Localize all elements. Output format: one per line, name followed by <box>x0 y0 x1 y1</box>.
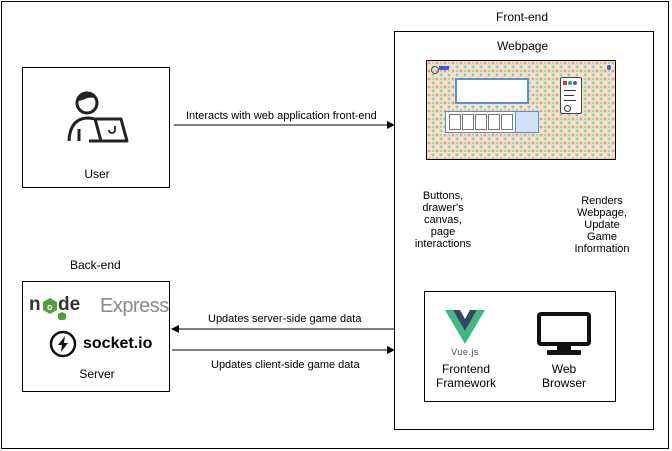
renders-label-line-4: Game <box>587 231 617 243</box>
buttons-label: Buttons, drawer's canvas, page interacti… <box>413 190 473 250</box>
express-logo: Express <box>100 295 169 317</box>
webpage-screenshot <box>426 60 616 160</box>
user-box: User <box>22 67 170 188</box>
renders-label-line-2: Webpage, <box>577 207 627 219</box>
mini-settings-icon <box>431 66 439 74</box>
framework-label: Frontend Framework <box>425 362 507 390</box>
mini-tool-3 <box>475 114 487 130</box>
user-label: User <box>84 167 110 181</box>
framework-browser-box: Vue.js Frontend Framework Web Browser <box>424 291 616 402</box>
mini-color-block <box>515 111 539 133</box>
browser-label-line-2: Browser <box>541 376 586 390</box>
mini-word-box <box>455 78 529 104</box>
mini-tool-2 <box>462 114 474 130</box>
vuejs-logo-icon <box>445 310 485 344</box>
svg-text:n: n <box>29 294 41 315</box>
buttons-label-line-4: page <box>430 226 456 238</box>
interacts-label: Interacts with web application front-end <box>186 110 377 122</box>
frontend-title: Front-end <box>496 10 549 24</box>
backend-title: Back-end <box>70 258 121 272</box>
buttons-label-line-2: drawer's <box>422 202 464 214</box>
mini-tool-1 <box>449 114 461 130</box>
socketio-logo-icon <box>49 330 77 358</box>
mini-tool-5 <box>501 114 513 130</box>
svg-text:de: de <box>58 294 80 315</box>
server-box: n o de Express socket.io Server <box>22 281 170 392</box>
updates-client-label: Updates client-side game data <box>211 359 360 371</box>
browser-label-line-1: Web <box>551 362 577 376</box>
monitor-icon <box>537 312 591 355</box>
mini-badge <box>439 66 449 70</box>
vuejs-logo-text: Vue.js <box>451 347 479 357</box>
renders-label-line-5: Information <box>574 243 630 255</box>
renders-label-line-1: Renders <box>581 195 623 207</box>
webpage-title: Webpage <box>497 39 549 53</box>
mini-tool-4 <box>488 114 500 130</box>
user-laptop-icon <box>67 91 129 143</box>
socketio-logo-text: socket.io <box>83 335 153 352</box>
nodejs-logo-icon: n o de <box>29 294 80 320</box>
server-label: Server <box>79 367 115 381</box>
frontend-box: Webpage Buttons, drawer's canvas, page i… <box>394 31 654 430</box>
buttons-label-line-1: Buttons, <box>422 190 464 202</box>
updates-server-label: Updates server-side game data <box>208 313 362 325</box>
renders-label: Renders Webpage, Update Game Information <box>569 195 635 255</box>
framework-label-line-1: Frontend <box>441 362 491 376</box>
browser-label: Web Browser <box>533 362 595 390</box>
mini-corner-icon <box>607 65 611 70</box>
renders-label-line-3: Update <box>584 219 620 231</box>
svg-text:o: o <box>47 302 53 312</box>
buttons-label-line-5: interactions <box>414 238 472 250</box>
framework-label-line-2: Framework <box>435 376 496 390</box>
buttons-label-line-3: canvas, <box>424 214 462 226</box>
mini-score-panel <box>560 77 582 114</box>
